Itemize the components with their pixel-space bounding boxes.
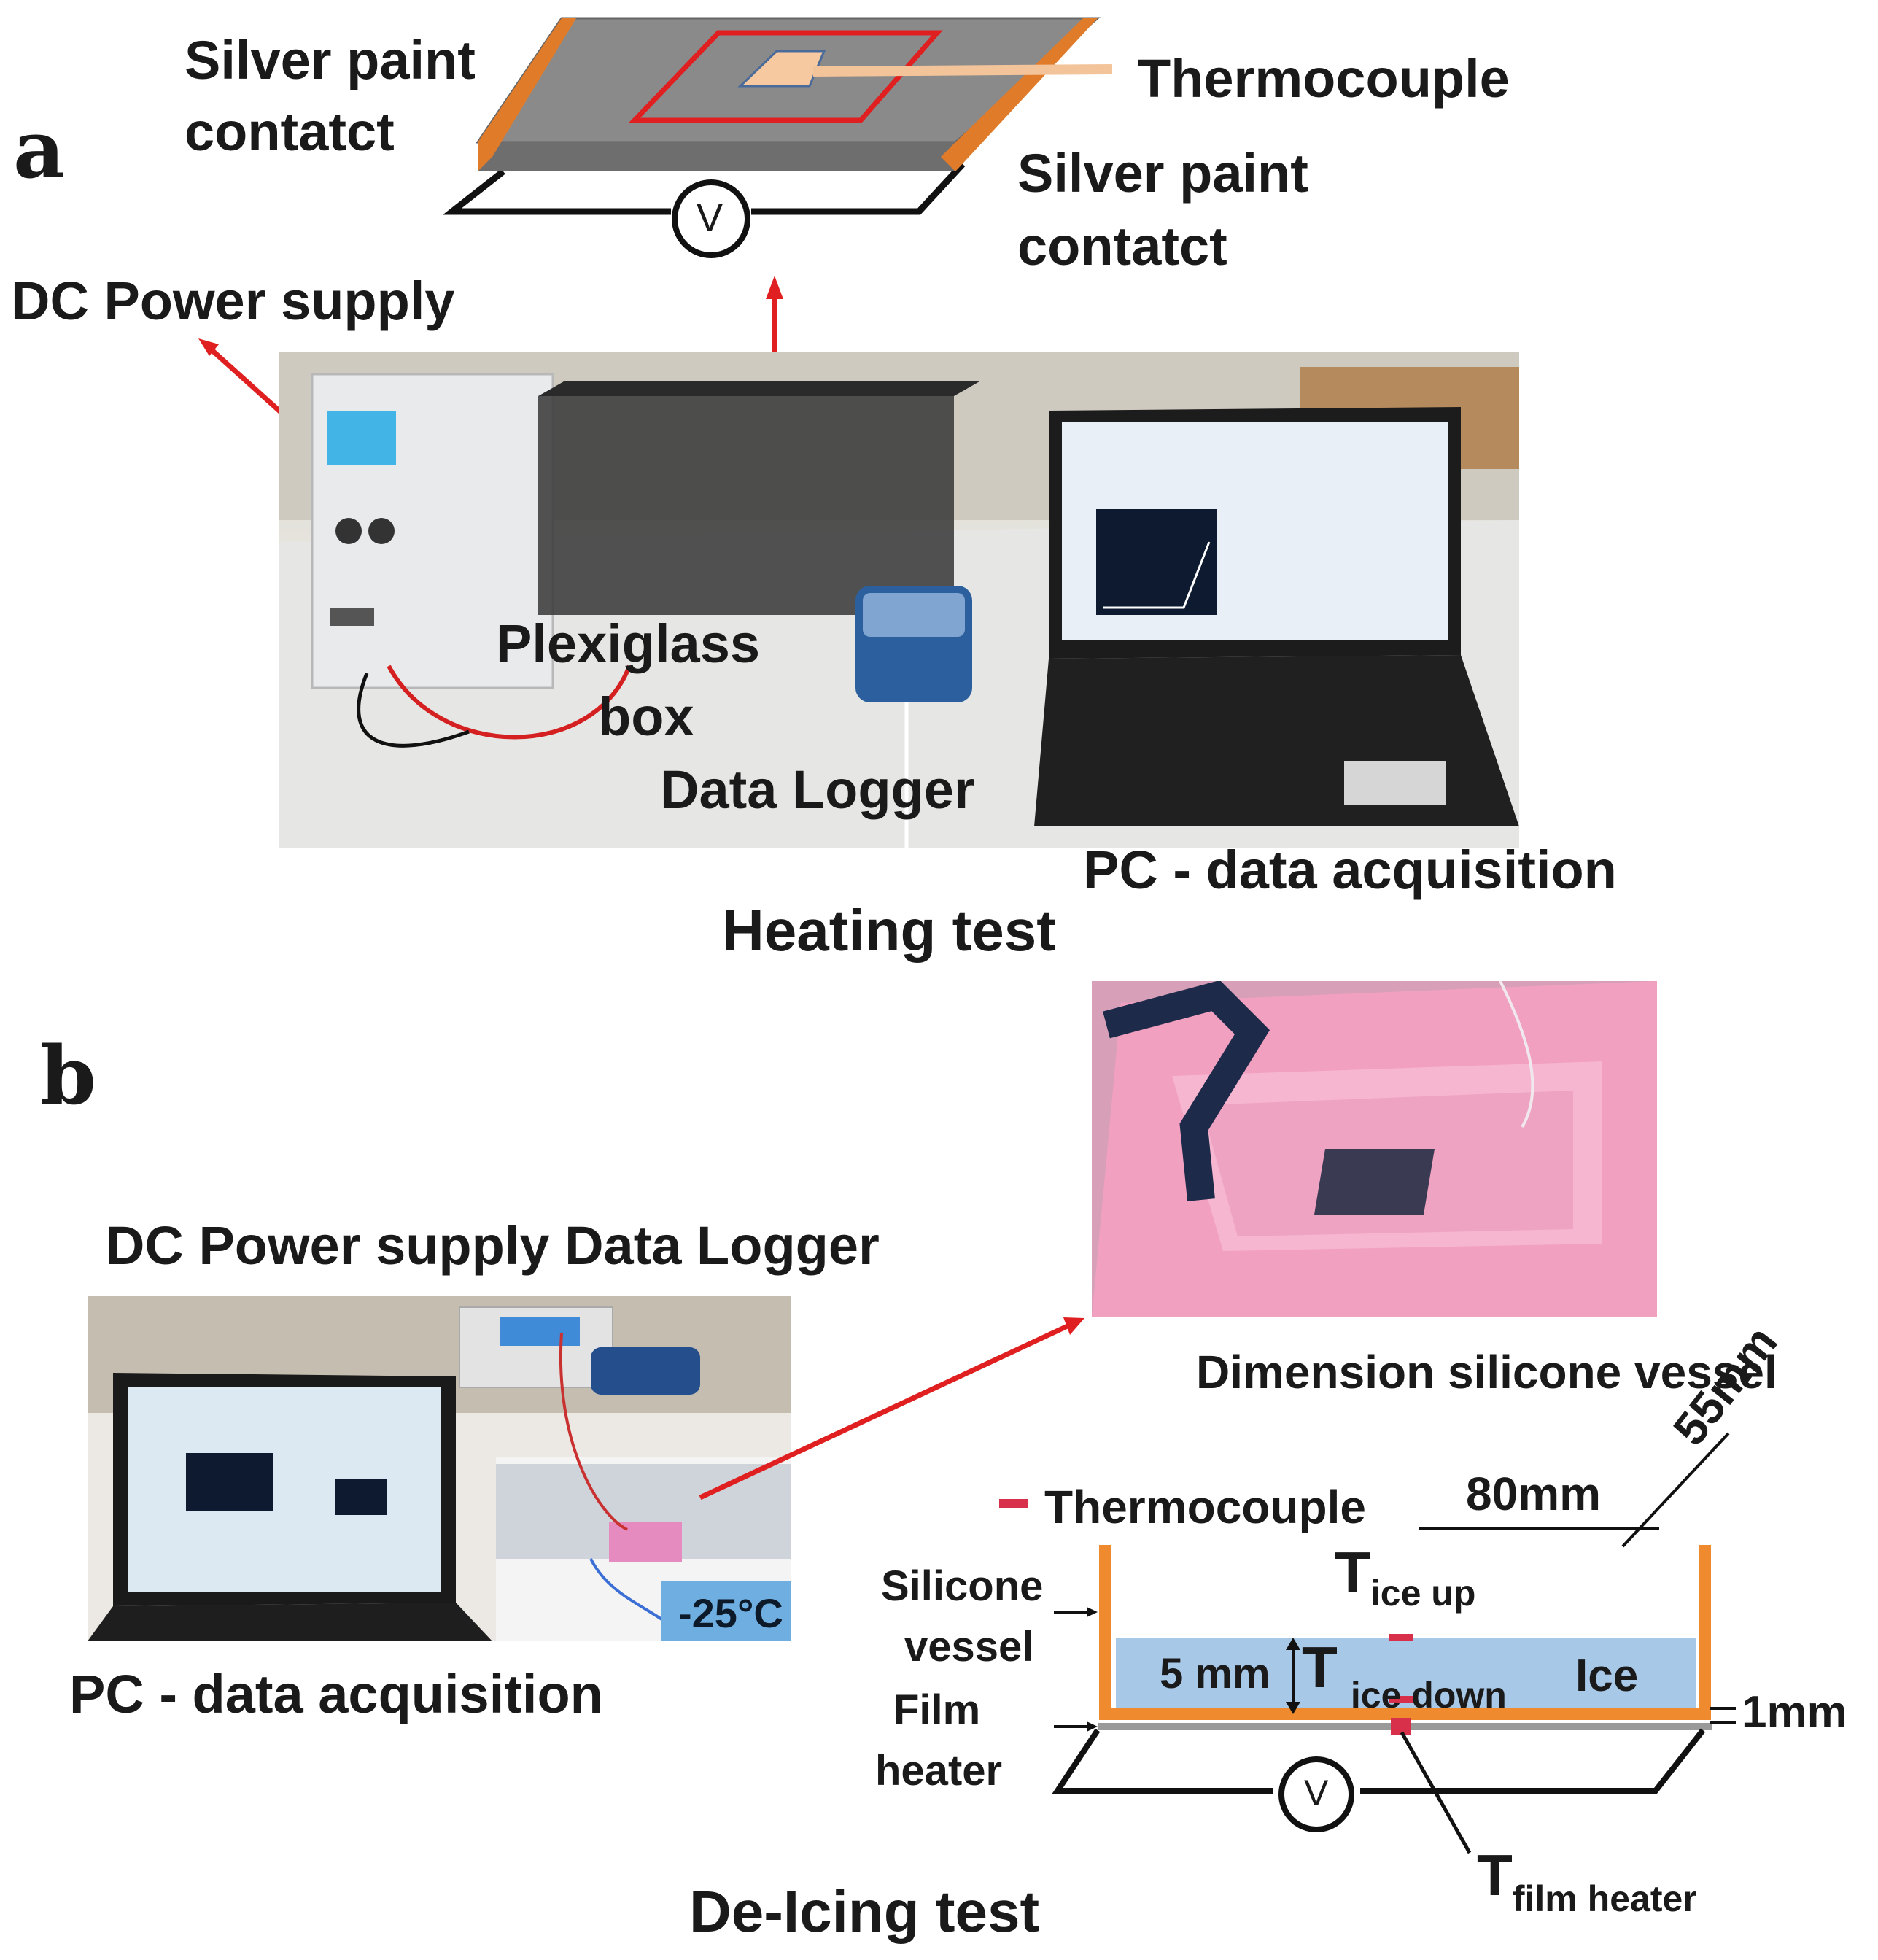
label-film-heater-1: Film <box>893 1686 981 1734</box>
label-t-film-heater: Tfilm heater <box>1477 1842 1697 1919</box>
label-silver-paint-right-1: Silver paint <box>1017 143 1308 204</box>
thermocouple-lead <box>812 64 1113 77</box>
t-film-heater-main: T <box>1477 1843 1513 1907</box>
label-silver-paint-left-2: contatct <box>185 101 395 162</box>
photo-b-vessel <box>609 1522 682 1562</box>
thermocouple-film-heater <box>1391 1718 1411 1735</box>
thermocouple-legend-mark <box>999 1499 1028 1508</box>
label-pc-data-acquisition-b: PC - data acquisition <box>69 1664 603 1724</box>
label-1mm: 1mm <box>1742 1687 1847 1738</box>
label-silver-paint-left-1: Silver paint <box>185 30 476 90</box>
t-ice-up-main: T <box>1335 1540 1370 1605</box>
arrow-box-to-sample-head <box>766 276 783 299</box>
photo-heater-film <box>1314 1149 1435 1215</box>
photo-plexiglass-box <box>538 396 954 615</box>
silver-contact-left <box>478 18 576 171</box>
label-plexiglass-box-1: Plexiglass <box>496 613 761 674</box>
circuit-wire-top-right <box>751 161 966 215</box>
title-heating-test: Heating test <box>722 898 1056 963</box>
photo-silicone-vessel <box>1092 981 1657 1317</box>
label-t-ice-up: Tice up <box>1335 1539 1475 1614</box>
photo-heating-setup <box>279 352 1519 848</box>
circuit-wire-top <box>442 169 671 215</box>
temperature-label: -25°C <box>678 1590 783 1636</box>
t-film-heater-sub: film heater <box>1512 1878 1697 1919</box>
label-plexiglass-box-2: box <box>598 686 694 747</box>
photo-b-power-supply <box>459 1306 613 1388</box>
title-deicing-test: De-Icing test <box>689 1879 1040 1944</box>
thermocouple-sensor <box>737 50 826 88</box>
dimension-line-55mm <box>1621 1432 1730 1548</box>
label-5mm: 5 mm <box>1160 1650 1270 1697</box>
thermocouple-ice-down <box>1389 1696 1413 1703</box>
label-silicone-vessel-1: Silicone <box>881 1562 1044 1610</box>
photo-deicing-setup <box>88 1296 791 1641</box>
label-film-heater-2: heater <box>875 1747 1003 1794</box>
label-dc-power-supply-data-logger: DC Power supply Data Logger <box>106 1215 880 1276</box>
voltmeter-symbol-b: V <box>1304 1773 1329 1813</box>
silver-contact-right <box>941 18 1098 171</box>
label-silicone-vessel-2: vessel <box>904 1623 1034 1670</box>
vessel-walls <box>1099 1545 1711 1720</box>
label-data-logger-a: Data Logger <box>660 759 975 820</box>
panel-letter-a: a <box>13 102 66 196</box>
label-dimension-vessel: Dimension silicone vessel <box>1196 1346 1777 1398</box>
thermocouple-ice-up <box>1389 1634 1413 1641</box>
label-pc-data-acquisition-a: PC - data acquisition <box>1083 840 1617 900</box>
label-ice: Ice <box>1575 1651 1639 1701</box>
label-thermocouple-a: Thermocouple <box>1138 48 1510 109</box>
panel-letter-b: b <box>40 1029 96 1123</box>
arrow-to-power-supply-head <box>198 338 219 356</box>
t-ice-down-sub: ice down <box>1350 1675 1507 1716</box>
label-silver-paint-right-2: contatct <box>1017 216 1227 276</box>
temperature-badge <box>661 1581 791 1641</box>
heated-zone-outline <box>628 30 943 123</box>
voltmeter-circle-b <box>1278 1756 1354 1832</box>
label-80mm: 80mm <box>1466 1468 1601 1520</box>
pointer-film-heater <box>1400 1731 1472 1854</box>
label-dc-power-supply-a: DC Power supply <box>11 271 455 331</box>
voltmeter-circle-a <box>672 179 750 258</box>
t-ice-up-sub: ice up <box>1370 1573 1476 1614</box>
label-thermocouple-b: Thermocouple <box>1044 1481 1366 1533</box>
heater-circuit-wire <box>1052 1728 1273 1794</box>
sample-slab-front <box>478 142 955 171</box>
heater-circuit-wire-right <box>1360 1728 1706 1794</box>
t-ice-down-main: T <box>1302 1635 1338 1700</box>
voltmeter-symbol-a: V <box>697 196 723 240</box>
photo-b-data-logger <box>591 1347 700 1395</box>
